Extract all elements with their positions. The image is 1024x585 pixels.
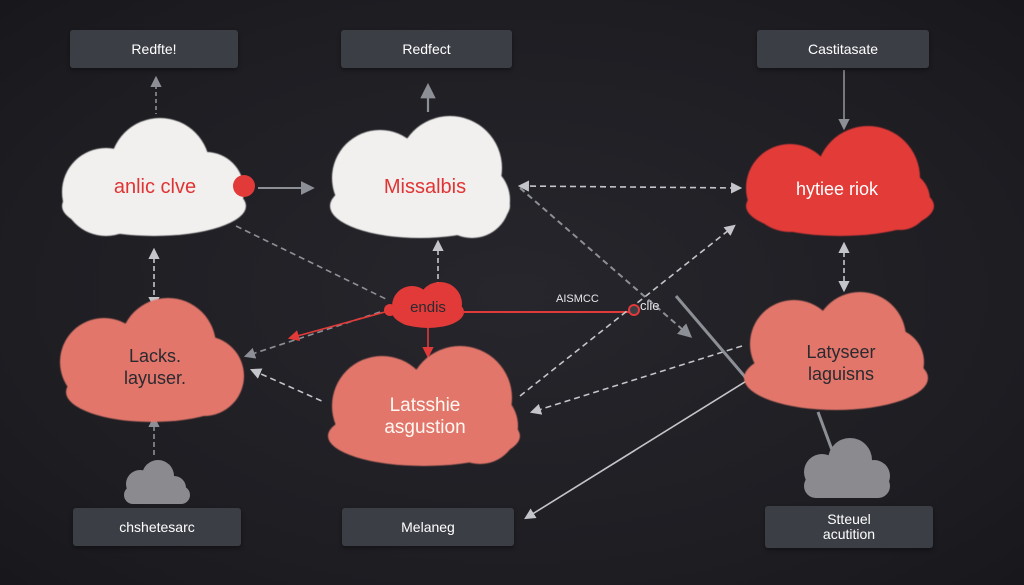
cloud-top-center-label: Missalbis	[383, 176, 467, 198]
box-bottom-right-label-2: acutition	[822, 526, 876, 542]
arrow-mid-right-to-center	[529, 345, 743, 415]
cloud-mid-right	[744, 292, 928, 410]
box-top-center-label: Redfect	[402, 40, 451, 57]
box-top-right: Castitasate	[757, 30, 929, 68]
cloud-top-left	[62, 118, 246, 236]
cloud-top-center	[330, 116, 510, 238]
box-bottom-left: chshetesarc	[73, 508, 241, 546]
arrow-center-cloud-to-right-up	[519, 224, 736, 397]
line-center-to-right-mid	[519, 187, 693, 338]
endpoint-node	[628, 304, 640, 316]
arrow-center-cloud-to-right-cloud	[517, 180, 743, 194]
cloud-center	[328, 346, 520, 466]
cloud-mid-right-label-1: Latyseer	[806, 342, 876, 362]
box-bottom-left-label: chshetesarc	[119, 518, 195, 535]
cloud-top-right-label: hytiee riok	[795, 179, 879, 199]
cloud-top-right	[746, 126, 934, 236]
cloud-center-label-1: Latsshie	[389, 395, 461, 416]
gray-cloud-right	[804, 438, 890, 498]
cloud-top-left-label: anlic clve	[113, 176, 197, 198]
line-mid-right-to-gray-cloud	[816, 411, 834, 451]
line-left-cloud-to-hub	[235, 225, 389, 301]
arrow-mid-left-to-center-cloud	[249, 368, 325, 403]
line-endpoint-to-mid-right	[674, 295, 748, 379]
connector-lines	[148, 70, 850, 520]
box-top-left-label: Redfte!	[131, 40, 177, 57]
hub-label: endis	[410, 299, 446, 316]
hub-label-wrap: endis	[392, 296, 464, 320]
cloud-mid-left-label-wrap: Lacks. layuser.	[70, 342, 240, 392]
box-top-left: Redfte!	[70, 30, 238, 68]
red-node-top-left	[233, 175, 255, 197]
arrow-hub-red-left	[287, 309, 393, 342]
cloud-mid-right-label-wrap: Latyseer laguisns	[756, 338, 926, 388]
box-bottom-right-label-1: Stteuel	[827, 511, 871, 527]
box-bottom-center-label: Melaneg	[401, 518, 455, 535]
cloud-mid-left-label-1: Lacks.	[128, 346, 182, 366]
box-top-right-label: Castitasate	[807, 40, 879, 57]
cloud-center-label-2: asgustion	[384, 417, 466, 438]
hub-node	[392, 282, 464, 328]
cloud-mid-left-label-2: layuser.	[123, 368, 187, 388]
arrow-mid-right-to-bottom-center	[524, 379, 749, 520]
box-top-center: Redfect	[341, 30, 512, 68]
cloud-top-right-label-wrap: hytiee riok	[752, 174, 922, 204]
box-bottom-center: Melaneg	[342, 508, 514, 546]
cloud-center-label-wrap: Latsshie asgustion	[340, 392, 510, 442]
cloud-top-left-label-wrap: anlic clve	[70, 172, 240, 202]
red-node-hub-left	[384, 304, 396, 316]
cloud-mid-right-label-2: laguisns	[807, 364, 875, 384]
connector-label: AISMCC	[556, 293, 599, 305]
cloud-mid-left	[60, 298, 244, 422]
endpoint-label: clie	[640, 298, 660, 313]
gray-cloud-left	[124, 460, 190, 504]
cloud-top-center-label-wrap: Missalbis	[340, 172, 510, 202]
box-bottom-right: Stteuel acutition	[765, 506, 933, 548]
